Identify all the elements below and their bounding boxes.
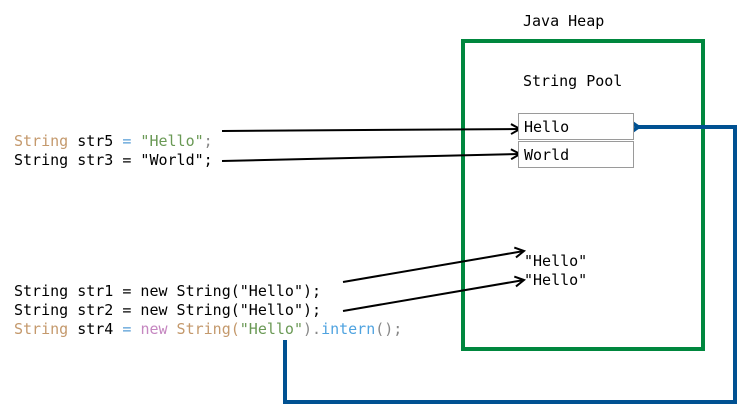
java-heap-box [461, 39, 705, 351]
arrow-str4-intern-to-pool-hello [283, 127, 737, 404]
arrow-str1-to-heap-object-1 [342, 251, 524, 283]
heap-object-hello-1: "Hello" [524, 252, 588, 270]
code-type: String [14, 320, 69, 338]
code-punctuation: ). [303, 320, 322, 338]
string-pool-title: String Pool [523, 72, 623, 90]
code-terminator: ; [203, 151, 213, 169]
code-literal: "Hello" [131, 132, 204, 150]
code-method-intern: intern [321, 320, 376, 338]
code-line-str5: String str5 = "Hello"; [14, 132, 213, 151]
code-literal: "World" [131, 151, 204, 169]
code-line-str3: String str3 = "World"; [14, 151, 213, 170]
code-type: String [14, 132, 69, 150]
code-operator: = [122, 320, 141, 338]
heap-object-hello-2: "Hello" [524, 271, 588, 289]
code-operator: = [122, 151, 132, 169]
pool-entry-label: World [524, 146, 570, 164]
code-line-str1: String str1 = new String("Hello"); [14, 282, 322, 300]
code-type: String [14, 151, 69, 169]
code-var: str4 [68, 320, 123, 338]
code-var: str3 [68, 151, 123, 169]
code-literal: "Hello" [239, 320, 303, 338]
heap-title: Java Heap [523, 12, 605, 30]
pool-entry-world: World [518, 141, 634, 168]
pool-entry-label: Hello [524, 118, 570, 136]
pool-entry-hello: Hello [518, 113, 634, 140]
arrow-str2-to-heap-object-2 [342, 280, 524, 312]
arrow-str3-to-pool-world [221, 154, 520, 162]
code-operator: = [122, 132, 132, 150]
code-terminator: (); [375, 320, 403, 338]
code-line-str2: String str2 = new String("Hello"); [14, 301, 322, 319]
code-var: str5 [68, 132, 123, 150]
arrow-str5-to-pool-hello [221, 129, 520, 131]
code-keyword-new: new [140, 320, 168, 338]
code-constructor: String( [167, 320, 240, 338]
code-terminator: ; [203, 132, 213, 150]
code-line-str4: String str4 = new String("Hello").intern… [14, 320, 402, 339]
